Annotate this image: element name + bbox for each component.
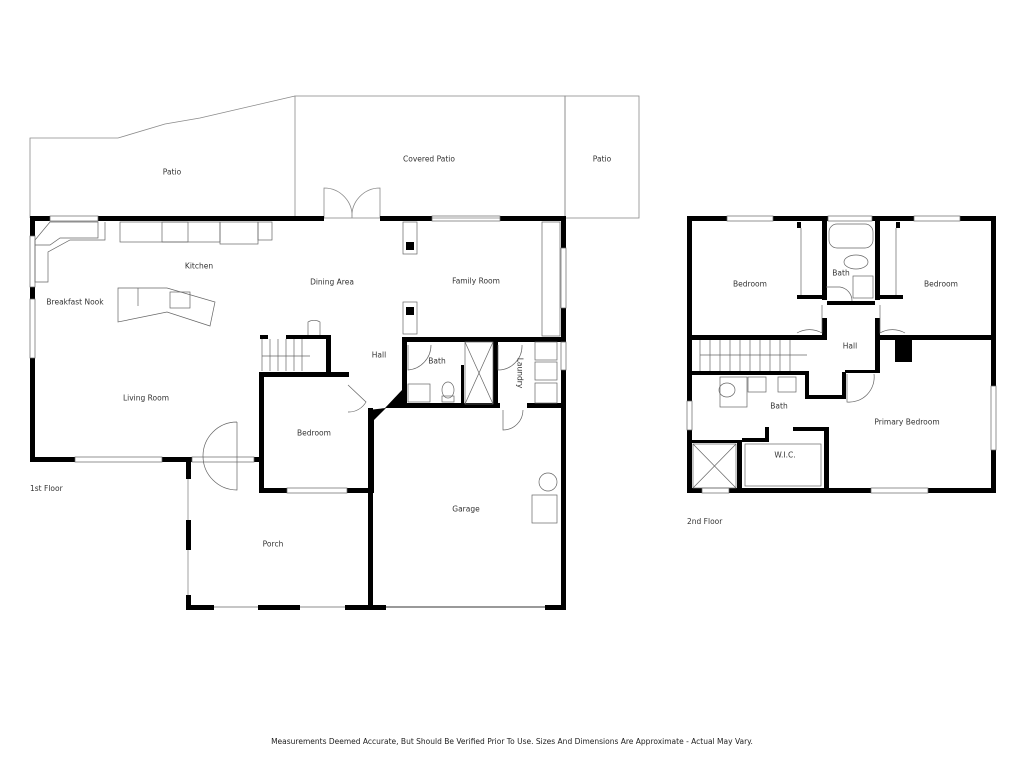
room-label-bedroom-left: Bedroom — [733, 279, 767, 289]
room-label-kitchen: Kitchen — [184, 261, 214, 271]
room-label-bedroom-right: Bedroom — [924, 279, 958, 289]
room-label-patio-right: Patio — [592, 154, 612, 164]
room-label-wic: W.I.C. — [774, 450, 796, 460]
room-label-bath-top: Bath — [832, 268, 850, 278]
room-label-family-room: Family Room — [452, 276, 500, 286]
room-label-bath: Bath — [428, 356, 446, 366]
room-label-garage: Garage — [452, 504, 480, 514]
outdoor-areas — [29, 95, 640, 608]
patio-door-swing — [323, 187, 381, 219]
room-label-living-room: Living Room — [122, 393, 170, 403]
room-label-breakfast-nook: Breakfast Nook — [46, 297, 104, 307]
room-label-bath-primary: Bath — [770, 401, 788, 411]
room-label-primary-bedroom: Primary Bedroom — [874, 417, 940, 427]
patio-right-outline — [564, 95, 640, 219]
second-floor-walls — [687, 216, 996, 493]
first-floor-fixtures — [29, 215, 567, 608]
second-floor-fixtures — [686, 215, 997, 494]
patio-left-outline — [29, 95, 296, 218]
disclaimer-text: Measurements Deemed Accurate, But Should… — [271, 737, 753, 746]
room-label-dining-area: Dining Area — [310, 277, 354, 287]
room-label-covered-patio: Covered Patio — [403, 154, 455, 164]
room-label-hall-2: Hall — [842, 341, 858, 351]
room-label-laundry: Laundry — [515, 357, 525, 389]
room-label-hall: Hall — [371, 350, 387, 360]
floor-label-second: 2nd Floor — [687, 517, 723, 526]
room-label-patio-left: Patio — [162, 167, 182, 177]
first-floor-walls — [30, 216, 566, 610]
floor-label-first: 1st Floor — [30, 484, 63, 493]
room-label-porch: Porch — [262, 539, 284, 549]
room-label-bedroom: Bedroom — [297, 428, 331, 438]
